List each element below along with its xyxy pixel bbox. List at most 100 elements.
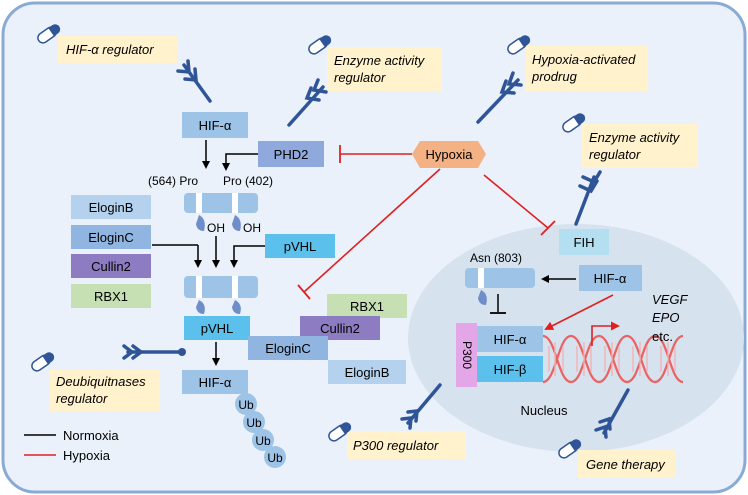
drug-label-text: Gene therapy: [586, 457, 666, 472]
hypoxia-box: Hypoxia: [412, 141, 486, 168]
drug-arrow-icon: [176, 59, 212, 103]
legend-normoxia-label: Normoxia: [63, 428, 119, 443]
hif-alpha-label: HIF-α: [199, 118, 232, 133]
inhibit-fih-bar: [540, 220, 556, 236]
pro-402-label: Pro (402): [223, 174, 273, 188]
inhibit-pvhl-bar: [297, 284, 311, 300]
line1: Enzyme activity: [334, 53, 426, 68]
drug-arrow-icon: [476, 71, 523, 124]
drug-label-p300-regulator: P300 regulator: [347, 431, 466, 459]
hif-complex-segment: [184, 276, 258, 314]
line2: prodrug: [531, 69, 578, 84]
hif-alpha-nucleus-box: HIF-α: [477, 326, 543, 352]
pro-564-label: (564) Pro: [148, 174, 198, 188]
line2: regulator: [334, 70, 386, 85]
hif-alpha-bottom-box: HIF-α: [182, 370, 248, 394]
elogin-b-complex-label: EloginB: [345, 365, 390, 380]
etc-label: etc.: [652, 329, 673, 344]
drug-label-enzyme-regulator-2: Enzyme activity regulator: [582, 124, 697, 168]
rbx1-label: RBX1: [94, 289, 128, 304]
p300-box: P300: [456, 323, 477, 387]
pvhl-complex-label: pVHL: [201, 321, 234, 336]
fih-label: FIH: [574, 235, 595, 250]
capsule-icon: [31, 352, 55, 372]
pvhl-label: pVHL: [284, 239, 317, 254]
hif-beta-label: HIF-β: [494, 362, 527, 377]
drug-label-hif-regulator: HIF-α regulator: [58, 36, 177, 63]
drug-label-text: P300 regulator: [353, 438, 439, 453]
dna-helix: [542, 334, 684, 384]
hypoxia-label: Hypoxia: [426, 147, 474, 162]
pvhl-complex-box: pVHL: [184, 316, 250, 340]
rbx1-box: RBX1: [71, 284, 151, 308]
ub-label: Ub: [238, 398, 254, 412]
drug-arrow-icon: [400, 383, 442, 430]
capsule-icon: [558, 439, 582, 459]
rbx1-complex-label: RBX1: [350, 299, 384, 314]
fih-box: FIH: [559, 229, 609, 255]
drug-label-deubiquitinase-regulator: Deubiquitnases regulator: [50, 370, 160, 411]
drug-arrow-icon: [594, 388, 630, 439]
line1: Hypoxia-activated: [532, 52, 636, 67]
hif-asn-segment: [465, 268, 535, 305]
drug-label-gene-therapy: Gene therapy: [578, 450, 675, 478]
drug-label-line: Enzyme activity regulator: [334, 53, 426, 85]
pvhl-right-box: pVHL: [265, 234, 335, 258]
arrow-hif-to-dna: [544, 294, 614, 330]
hif-alpha-bottom-label: HIF-α: [199, 375, 232, 390]
rbx1-complex-box: RBX1: [327, 294, 407, 318]
vegf-label: VEGF: [652, 292, 688, 307]
drug-label-hypoxia-prodrug: Hypoxia-activated prodrug: [526, 46, 648, 91]
line1: Deubiquitnases: [56, 374, 146, 389]
hif-alpha-label: HIF-α: [494, 332, 527, 347]
nucleus-label: Nucleus: [521, 403, 568, 418]
inhibit-fih-line: [483, 174, 549, 229]
epo-label: EPO: [652, 310, 679, 325]
cullin2-label: Cullin2: [91, 259, 131, 274]
phd2-box: PHD2: [258, 141, 324, 167]
ub-label: Ub: [255, 434, 271, 448]
p300-label: P300: [460, 341, 474, 369]
ubiquitin-chain: [235, 393, 286, 468]
drug-label-line: Hypoxia-activated prodrug: [531, 52, 636, 84]
drug-label-enzyme-regulator-1: Enzyme activity regulator: [327, 47, 442, 91]
oh-left-label: OH: [207, 221, 225, 235]
drug-arrow-icon: [574, 170, 602, 226]
legend-hypoxia-label: Hypoxia: [63, 448, 111, 463]
legend: Normoxia Hypoxia: [24, 428, 119, 463]
hif-alpha-top-box: HIF-α: [182, 112, 248, 138]
arrow-phd2-to-pro: [222, 153, 258, 171]
cullin2-box: Cullin2: [71, 254, 151, 278]
line1: Enzyme activity: [589, 130, 681, 145]
drug-arrow-icon: [287, 78, 328, 127]
hif-alpha-nucleus-in-box: HIF-α: [579, 265, 642, 291]
drug-arrow-icon: [122, 344, 180, 360]
elogin-b-box: EloginB: [71, 195, 151, 219]
transcription-arrow: [591, 321, 620, 346]
capsule-icon: [562, 113, 586, 133]
hif-alpha-label: HIF-α: [594, 271, 627, 286]
phd2-label: PHD2: [274, 147, 309, 162]
oh-right-label: OH: [243, 221, 261, 235]
line2: regulator: [589, 147, 641, 162]
elogin-c-box: EloginC: [71, 225, 151, 249]
elogin-c-complex-label: EloginC: [265, 341, 311, 356]
drug-label-text: HIF-α regulator: [66, 42, 154, 57]
line2: regulator: [56, 391, 108, 406]
drug-label-line: Deubiquitnases regulator: [56, 374, 146, 406]
capsule-icon: [308, 35, 332, 55]
drug-arrow-head: [178, 348, 186, 356]
ub-label: Ub: [267, 451, 283, 465]
elogin-b-complex-box: EloginB: [328, 360, 406, 384]
inhibit-pvhl-line: [303, 168, 441, 293]
arrow-pvhl-to-complex: [230, 245, 265, 268]
hif-beta-nucleus-box: HIF-β: [477, 356, 543, 382]
capsule-icon: [328, 422, 352, 442]
capsule-icon: [507, 35, 531, 55]
capsule-icon: [37, 24, 61, 44]
cullin2-complex-label: Cullin2: [320, 321, 360, 336]
ub-label: Ub: [246, 416, 262, 430]
elogin-b-label: EloginB: [89, 200, 134, 215]
drug-label-line: Enzyme activity regulator: [589, 130, 681, 162]
